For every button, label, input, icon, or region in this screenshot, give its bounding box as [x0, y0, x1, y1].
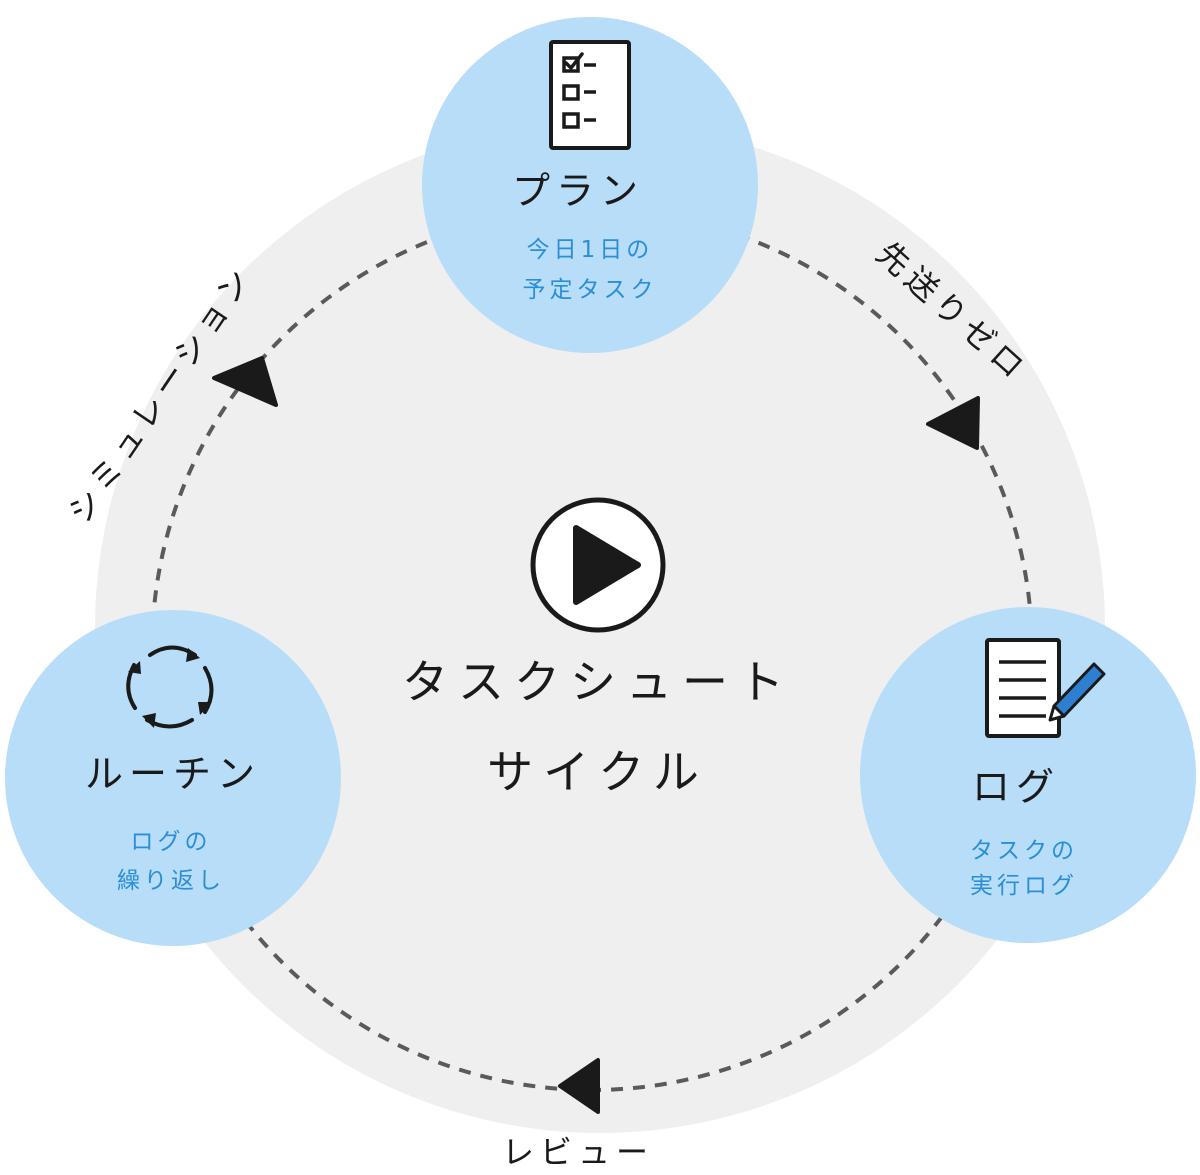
- arrow-to-log: [926, 396, 980, 450]
- node-plan-desc-line2: 予定タスク: [523, 277, 658, 303]
- node-routine-desc-line2: 繰り返し: [117, 868, 225, 894]
- node-plan: プラン 今日1日の 予定タスク: [422, 17, 758, 353]
- node-plan-circle: [422, 17, 758, 353]
- node-log-desc-line2: 実行ログ: [970, 873, 1078, 899]
- checklist-icon: [549, 40, 631, 150]
- node-log-desc-line1: タスクの: [970, 838, 1078, 864]
- center-title-line2: サイクル: [487, 745, 709, 799]
- node-plan-desc-line1: 今日1日の: [527, 237, 654, 263]
- cycle-arrows-icon: [126, 645, 214, 729]
- arrow-to-plan: [212, 356, 278, 407]
- node-routine-title: ルーチン: [85, 752, 261, 796]
- edge-label-log-to-routine: レビュー: [502, 1133, 654, 1171]
- node-plan-title: プラン: [512, 169, 644, 213]
- notepad-pen-icon: [985, 638, 1106, 738]
- node-log: ログ タスクの 実行ログ: [860, 607, 1196, 943]
- node-log-title: ログ: [972, 765, 1060, 809]
- node-log-circle: [860, 607, 1196, 943]
- node-routine-desc-line1: ログの: [131, 829, 212, 855]
- center-title-line1: タスクシュート: [402, 655, 794, 709]
- arrow-to-routine: [558, 1058, 600, 1114]
- node-routine-circle: [5, 610, 341, 946]
- node-routine: ルーチン ログの 繰り返し: [5, 610, 341, 946]
- play-icon: [530, 497, 666, 633]
